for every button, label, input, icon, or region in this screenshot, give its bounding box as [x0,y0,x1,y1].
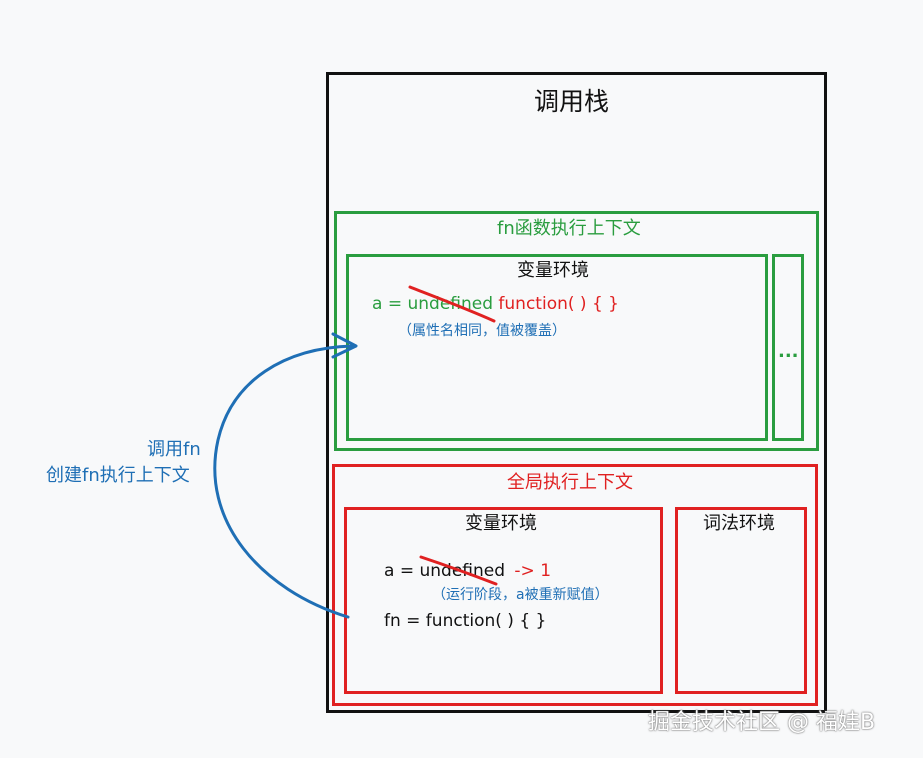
global-variable-line-a: a = undefined -> 1 [384,563,551,580]
fn-var-prefix: a = [372,294,408,314]
call-arrow-curve [213,344,354,619]
global-lexical-environment [675,507,807,694]
call-stack-title: 调用栈 [534,87,610,116]
global-var-prefix: a = [384,561,420,581]
call-annotation-line1: 调用fn [147,439,201,460]
global-variable-env-title: 变量环境 [465,513,537,534]
global-strike-mark [419,555,498,586]
fn-execution-context [334,211,819,451]
call-annotation-line2: 创建fn执行上下文 [46,465,190,486]
global-variable-line-fn: fn = function( ) { } [384,611,547,631]
fn-more-ellipsis: ... [778,341,799,362]
global-lexical-env-title: 词法环境 [703,513,775,534]
watermark: 掘金技术社区 @ 福娃B [648,710,876,735]
global-execution-context [332,464,818,706]
fn-context-title: fn函数执行上下文 [497,218,641,239]
global-variable-environment [344,507,663,694]
fn-variable-env-title: 变量环境 [517,260,589,281]
global-var-note: （运行阶段，a被重新赋值） [432,587,609,603]
call-arrow-head [331,332,358,359]
fn-var-note: （属性名相同，值被覆盖） [398,323,566,339]
global-var-arrow-value: -> 1 [514,561,552,581]
fn-strike-mark [408,285,496,323]
call-stack-frame [326,72,827,713]
fn-var-new-value: function( ) { } [498,294,619,314]
global-context-title: 全局执行上下文 [507,472,633,493]
fn-other-environment [772,254,804,441]
